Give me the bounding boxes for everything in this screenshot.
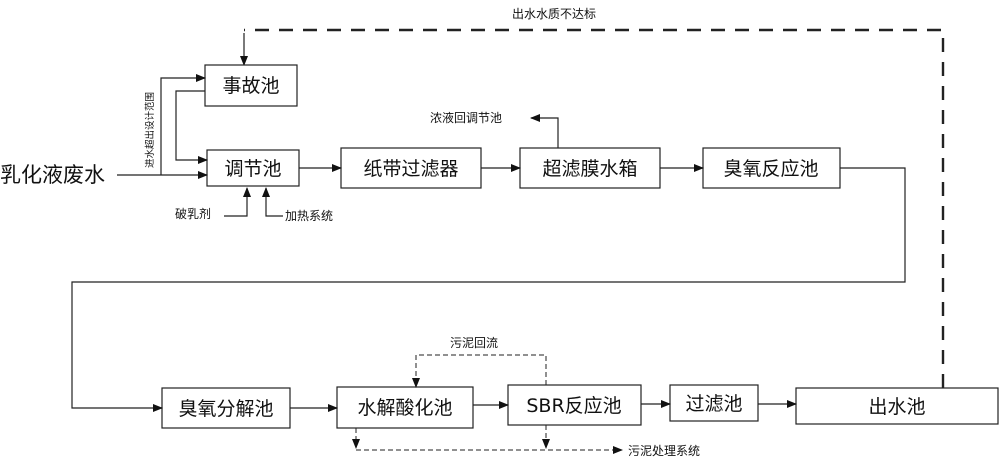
substandard-label: 出水水质不达标 [512, 7, 596, 21]
svg-text:超滤膜水箱: 超滤膜水箱 [542, 158, 637, 180]
sludge-treatment-label: 污泥处理系统 [628, 444, 700, 458]
bypass-line [160, 74, 206, 175]
node-outlet: 出水池 [795, 387, 999, 425]
over-design-label: 进水超出设计范围 [144, 92, 156, 168]
svg-text:臭氧分解池: 臭氧分解池 [178, 398, 273, 420]
node-paper-filter: 纸带过滤器 [340, 147, 482, 189]
svg-text:出水池: 出水池 [868, 396, 925, 418]
node-filter-pool: 过滤池 [669, 384, 759, 422]
substandard-return-line [244, 28, 945, 388]
node-uf-tank: 超滤膜水箱 [519, 147, 661, 189]
demulsifier-line [224, 187, 251, 217]
demulsifier-label: 破乳剂 [175, 206, 211, 221]
svg-text:过滤池: 过滤池 [685, 393, 742, 415]
sludge-return-label: 污泥回流 [450, 336, 498, 350]
svg-text:纸带过滤器: 纸带过滤器 [363, 158, 458, 180]
node-ozone-reaction: 臭氧反应池 [702, 147, 841, 189]
input-label: 乳化液废水 [0, 163, 105, 187]
heating-label: 加热系统 [285, 209, 333, 223]
svg-text:SBR反应池: SBR反应池 [526, 395, 621, 417]
accident-return-line [175, 90, 208, 164]
node-hydrolysis: 水解酸化池 [336, 386, 474, 429]
svg-text:调节池: 调节池 [224, 158, 281, 180]
heating-line [262, 187, 283, 217]
svg-text:事故池: 事故池 [222, 75, 279, 97]
node-accident: 事故池 [204, 64, 298, 107]
concentrate-return-label: 浓液回调节池 [430, 110, 502, 125]
svg-text:水解酸化池: 水解酸化池 [357, 397, 452, 419]
arrow-ozone-to-decomp [71, 167, 906, 412]
node-regulating: 调节池 [206, 149, 300, 187]
svg-text:臭氧反应池: 臭氧反应池 [723, 158, 818, 180]
concentrate-return-line [530, 114, 559, 148]
node-ozone-decomp: 臭氧分解池 [161, 387, 291, 429]
sludge-return-line [412, 354, 547, 388]
node-sbr: SBR反应池 [507, 384, 642, 426]
